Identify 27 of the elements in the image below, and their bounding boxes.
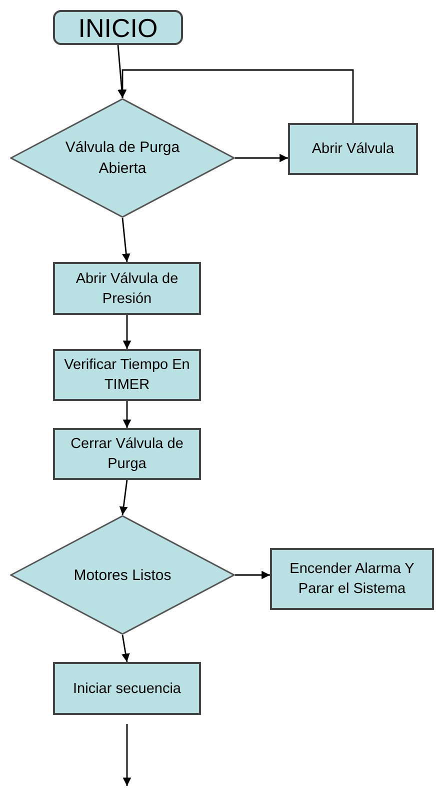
decision-diamond (10, 515, 235, 635)
process-box (53, 428, 201, 480)
process-box (270, 548, 434, 610)
node-text: Verificar Tiempo En TIMER (63, 356, 191, 395)
node-text: Encender Alarma Y Parar el Sistema (288, 560, 416, 599)
process-box (53, 662, 201, 715)
node-text: Motores Listos (72, 566, 172, 586)
decision-diamond (10, 98, 235, 218)
arrow (119, 480, 128, 516)
arrow (121, 634, 130, 662)
node-text: Válvula de Purga Abierta (64, 138, 181, 179)
process-box (53, 262, 201, 315)
arrow (122, 218, 130, 262)
arrow (122, 401, 132, 428)
node-text: Abrir Válvula (310, 140, 396, 159)
node-text: Iniciar secuencia (72, 680, 182, 698)
arrow (118, 69, 354, 123)
node-text: Cerrar Válvula de Purga (70, 435, 184, 474)
start-terminal (53, 10, 183, 45)
node-text: Abrir Válvula de Presión (74, 270, 180, 308)
arrow (122, 724, 132, 786)
arrow (122, 315, 132, 349)
arrow (235, 154, 288, 162)
node-text: INICIO (78, 14, 158, 40)
arrow (235, 570, 270, 580)
process-box (288, 123, 418, 175)
process-box (53, 349, 201, 401)
